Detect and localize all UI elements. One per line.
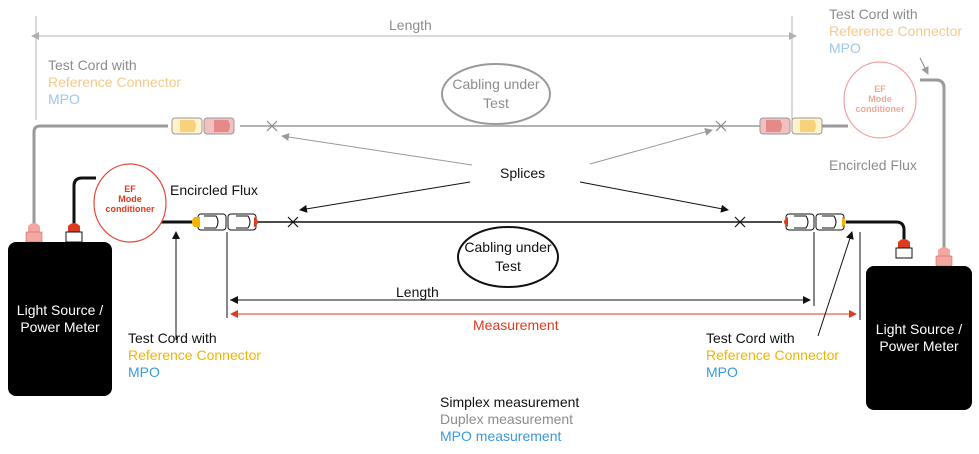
top-left-connector-pair (171, 117, 235, 135)
top-left-cord-label: Test Cord with Reference Connector MPO (48, 57, 181, 108)
cord-pointers (172, 231, 854, 340)
right-device-body (866, 266, 972, 410)
bottom-ef-conditioner (93, 163, 167, 243)
top-length-dimension (31, 16, 797, 120)
legend-simplex: Simplex measurement (440, 394, 580, 410)
bottom-left-cord-line3: MPO (128, 364, 160, 380)
top-right-cord-label: Test Cord with Reference Connector MPO (829, 6, 962, 57)
left-device: Light Source / Power Meter (8, 242, 112, 396)
left-device-label: Light Source / Power Meter (16, 302, 104, 335)
bottom-cabling-label: Cabling under Test (464, 239, 552, 274)
splices-label: Splices (500, 165, 546, 181)
measurement-dimension (230, 232, 861, 320)
top-left-power-plug (25, 223, 43, 243)
top-ef-label: EF Mode conditioner (855, 84, 905, 114)
bottom-fiber (72, 176, 906, 242)
splice-pointers (281, 128, 729, 213)
top-cabling-ellipse (441, 63, 551, 125)
top-left-cord-line3: MPO (48, 91, 80, 107)
bottom-length-label: Length (396, 284, 439, 300)
legend: Simplex measurement Duplex measurement M… (440, 394, 579, 445)
top-right-cord-pointer (919, 57, 929, 75)
bottom-right-cord-line1: Test Cord with (706, 330, 795, 346)
bottom-length-dimension (226, 232, 815, 318)
bottom-encircled-flux: Encircled Flux (170, 182, 258, 198)
legend-mpo: MPO measurement (440, 428, 562, 444)
top-left-cord-line2: Reference Connector (48, 74, 182, 90)
bottom-right-cord-label: Test Cord with Reference Connector MPO (706, 330, 839, 381)
bottom-right-cord-line3: MPO (706, 364, 738, 380)
bottom-left-power-plug (65, 223, 83, 243)
bottom-right-connector-pair (784, 213, 846, 231)
top-right-connector-pair (759, 117, 823, 135)
top-right-cord-line2: Reference Connector (829, 23, 963, 39)
right-device-label: Light Source / Power Meter (875, 321, 963, 354)
top-right-cord-line3: MPO (829, 40, 861, 56)
bottom-left-cord-line1: Test Cord with (128, 330, 217, 346)
bottom-ef-label: EF Mode conditioner (105, 184, 155, 214)
bottom-cabling-ellipse (457, 226, 559, 288)
top-right-cord-line1: Test Cord with (829, 6, 918, 22)
top-length-label: Length (389, 17, 432, 33)
right-device: Light Source / Power Meter (866, 266, 972, 410)
bottom-left-cord-label: Test Cord with Reference Connector MPO (128, 330, 261, 381)
top-fiber (32, 78, 946, 254)
left-device-body (8, 242, 112, 396)
top-encircled-flux: Encircled Flux (829, 157, 917, 173)
top-left-cord-line1: Test Cord with (48, 57, 137, 73)
measurement-label: Measurement (473, 317, 559, 333)
top-cabling-label: Cabling under Test (452, 76, 540, 111)
bottom-right-power-plug (895, 239, 913, 259)
bottom-right-cord-line2: Reference Connector (706, 347, 840, 363)
bottom-splice-marks (287, 216, 746, 228)
legend-duplex: Duplex measurement (440, 411, 574, 427)
bottom-left-cord-line2: Reference Connector (128, 347, 262, 363)
top-right-power-plug (935, 247, 953, 267)
top-ef-conditioner (843, 61, 917, 139)
bottom-left-connector-pair (192, 213, 258, 231)
top-splice-marks (266, 120, 727, 132)
